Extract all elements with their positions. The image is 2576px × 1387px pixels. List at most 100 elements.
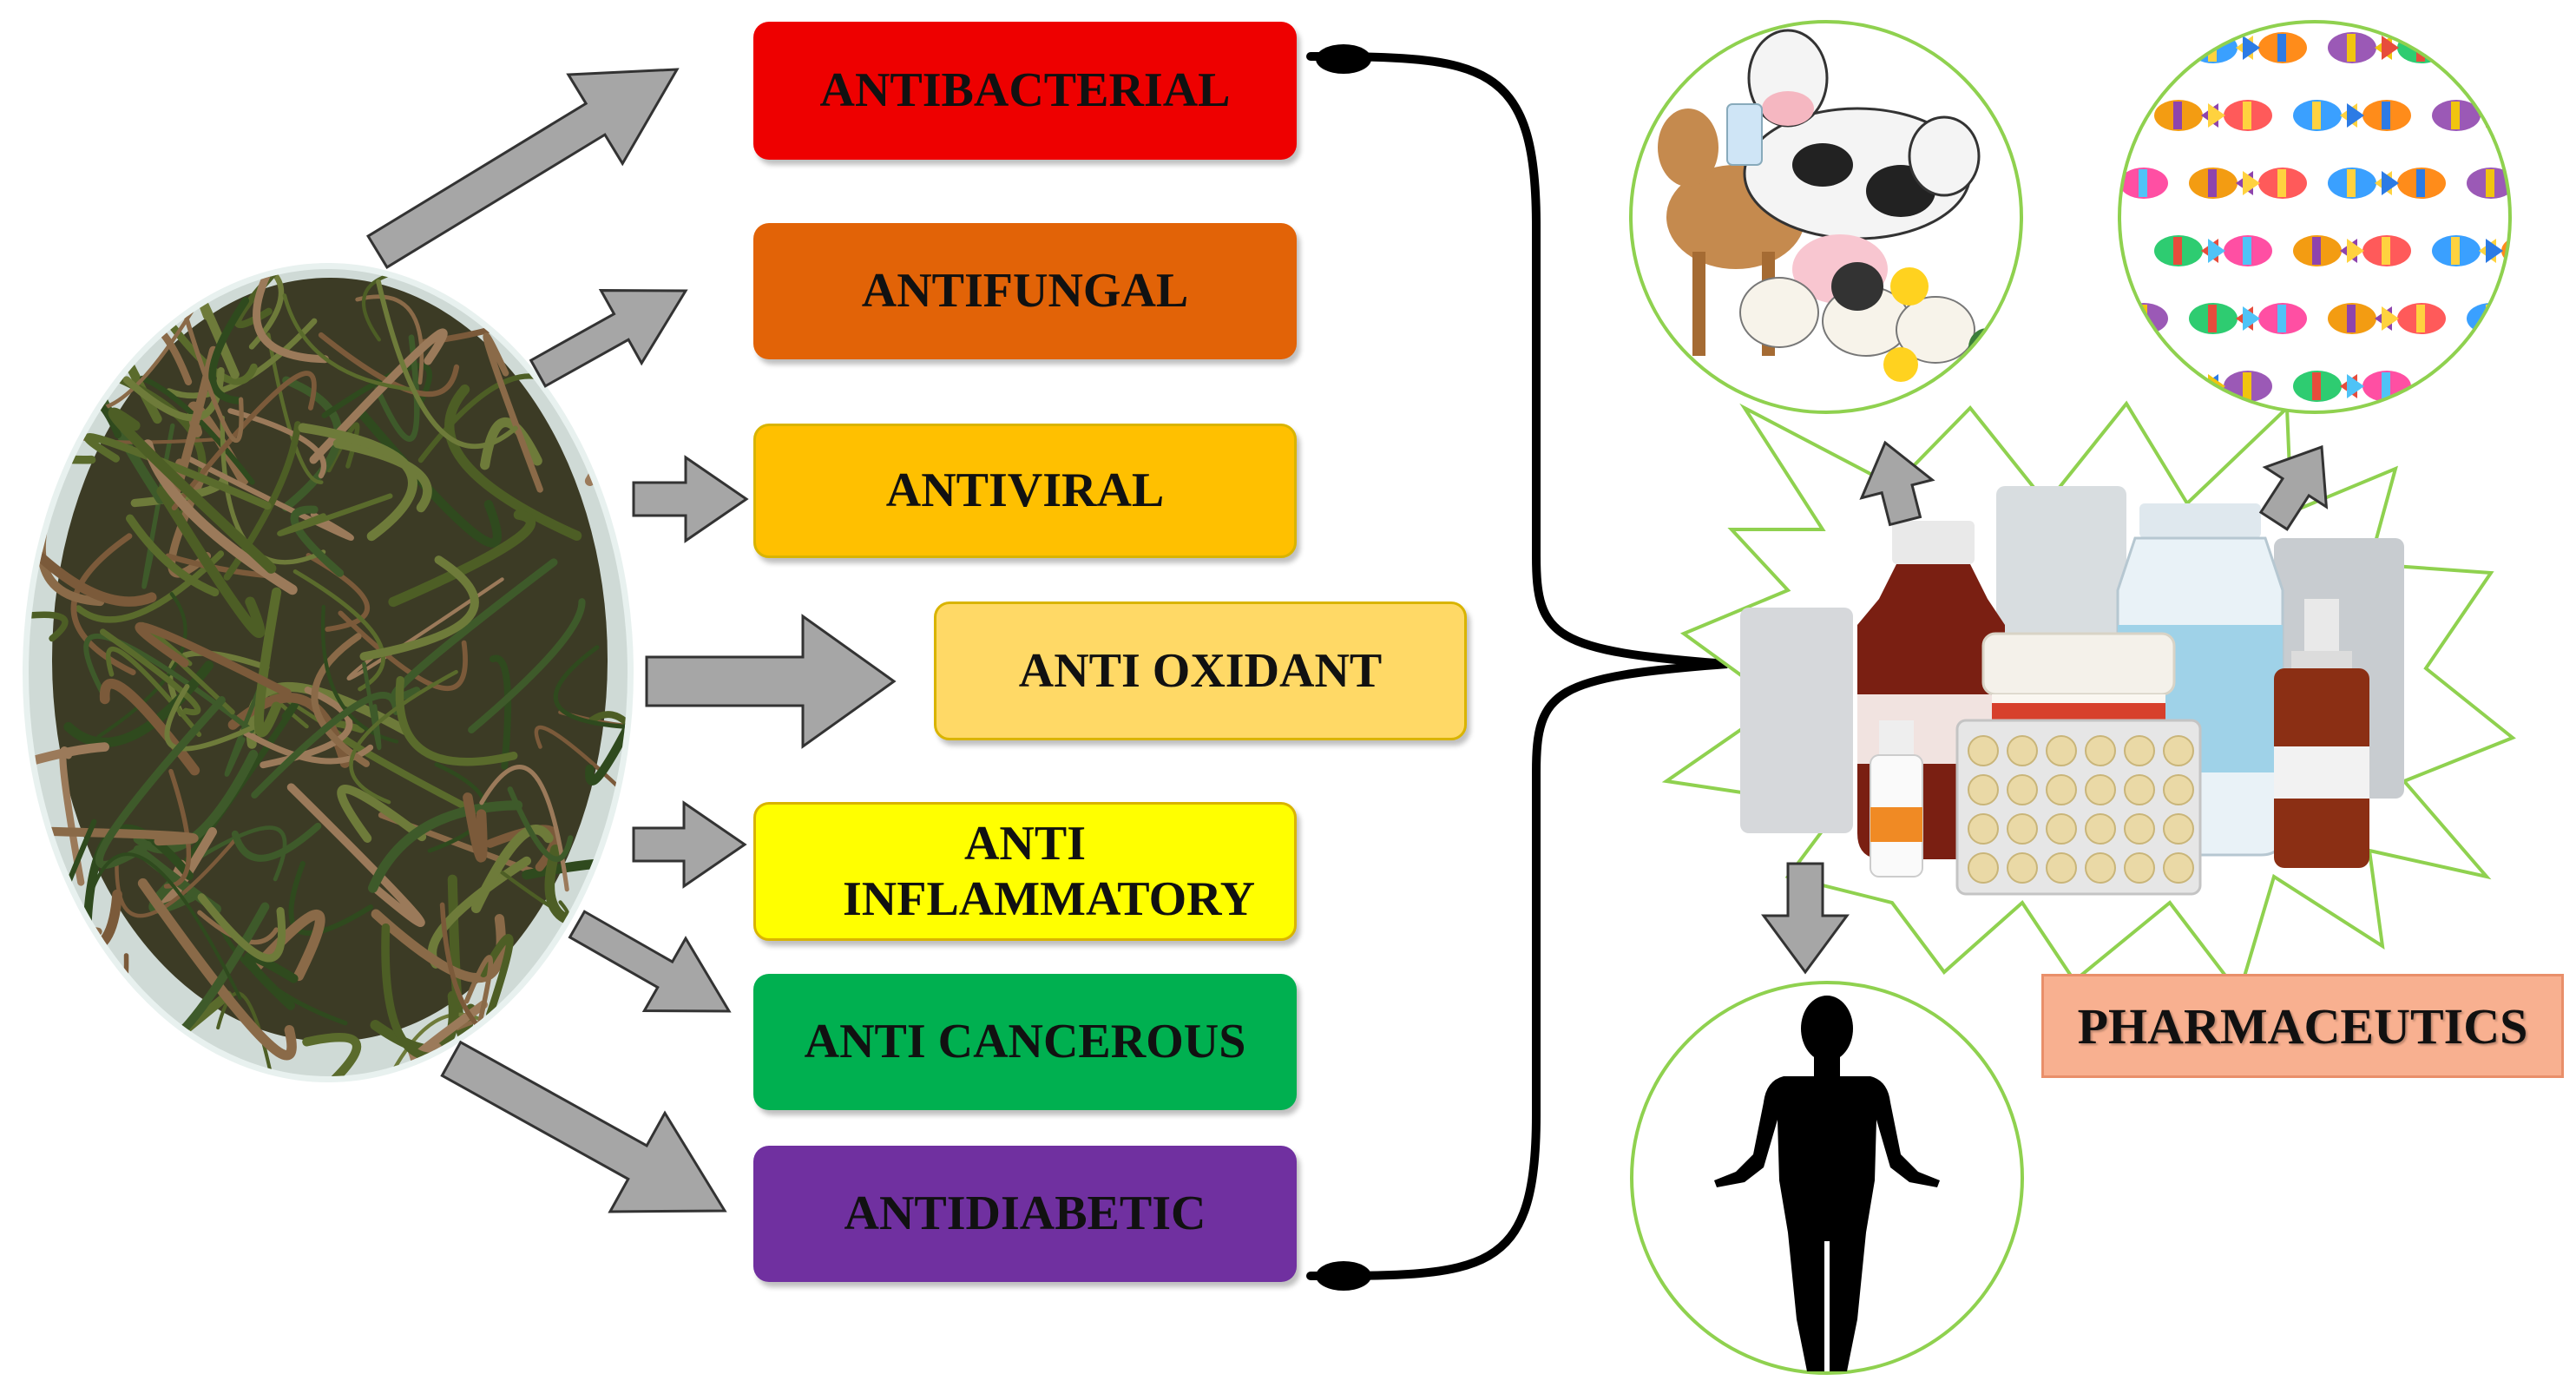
activity-arrows <box>366 68 897 1213</box>
seaweed-strand <box>555 269 571 290</box>
fish-tail <box>2514 36 2531 60</box>
pill <box>2046 774 2077 805</box>
pill <box>2163 813 2194 845</box>
seaweed-strand <box>198 297 240 379</box>
arrow-to-anti-oxidant <box>645 614 897 749</box>
pharmaceutics-starburst <box>1661 400 2516 998</box>
pill <box>2163 774 2194 805</box>
human-circle <box>1630 981 2024 1375</box>
activity-antifungal: ANTIFUNGAL <box>753 223 1297 359</box>
seaweed-strand <box>184 455 354 541</box>
fish-stripe <box>2277 305 2286 332</box>
seaweed-strand <box>311 633 370 767</box>
fish-circle <box>2118 20 2531 414</box>
seaweed-strand <box>29 930 69 1041</box>
fish-stripe <box>2382 372 2390 400</box>
seaweed-strand <box>243 952 299 1010</box>
fish-tail <box>2119 306 2121 331</box>
seaweed-strand <box>277 493 393 536</box>
fish-tail <box>2243 36 2260 60</box>
fish-stripe <box>2173 102 2182 129</box>
fish <box>2154 371 2203 402</box>
fish-stripe <box>2486 169 2494 197</box>
pill <box>2085 813 2116 845</box>
seaweed-strand <box>164 684 257 752</box>
fish-stripe <box>2451 102 2460 129</box>
seaweed-strand <box>558 691 628 728</box>
pill <box>2046 852 2077 884</box>
fish-tail <box>2347 239 2364 263</box>
seaweed-strand <box>355 294 424 385</box>
seaweed-strand <box>463 792 488 863</box>
fish-tail <box>2514 171 2531 195</box>
seaweed-strand <box>29 277 65 473</box>
activity-label: ANTIBACTERIAL <box>819 63 1231 118</box>
seaweed-strand <box>286 783 425 927</box>
seaweed-strand <box>388 509 536 608</box>
medicine-bottles-icon <box>1740 486 2404 896</box>
fish-stripe <box>2208 305 2217 332</box>
fish-tail <box>2347 374 2364 398</box>
seaweed-strand <box>585 613 628 786</box>
seaweed-strand <box>83 433 272 510</box>
seaweed-strand <box>338 610 468 691</box>
seaweed-strand <box>29 611 69 642</box>
fish-stripe <box>2382 237 2390 265</box>
fish-stripe <box>2173 372 2182 400</box>
seaweed-strand <box>349 669 458 805</box>
pill <box>2046 735 2077 766</box>
fish-tail <box>2208 239 2225 263</box>
arrow-to-antiviral <box>632 455 749 543</box>
seaweed-strand <box>165 553 270 579</box>
pill <box>2085 774 2116 805</box>
seaweed-strand <box>240 727 374 765</box>
fish-stripe <box>2312 102 2321 129</box>
fish-stripe <box>2520 372 2529 400</box>
pill <box>2007 774 2038 805</box>
seaweed-strand <box>224 672 267 777</box>
fish <box>2432 371 2481 402</box>
fish-stripe <box>2451 372 2460 400</box>
seaweed-strand <box>216 991 277 1076</box>
seaweed-strand <box>108 407 277 574</box>
seaweed-strand <box>479 933 514 1019</box>
fish-stripe <box>2312 372 2321 400</box>
activity-antidiabetic: ANTIDIABETIC <box>753 1146 1297 1282</box>
seaweed-strand <box>253 587 282 738</box>
activity-antiviral: ANTIVIRAL <box>753 424 1297 558</box>
seaweed-strand <box>536 997 628 1076</box>
seaweed-strand <box>489 654 512 770</box>
pill <box>2007 852 2038 884</box>
fish-stripe <box>2208 169 2217 197</box>
seaweed-strand <box>468 598 586 733</box>
fish-stripe <box>2312 237 2321 265</box>
seaweed-strand <box>362 661 382 751</box>
seaweed-strand <box>137 878 297 1061</box>
pill <box>2007 813 2038 845</box>
pill <box>1968 774 1999 805</box>
seaweed-strand <box>69 1002 154 1076</box>
fish-stripe <box>2416 305 2425 332</box>
arrow-to-anti-cancerous <box>568 910 732 1013</box>
fish-stripe <box>2243 372 2251 400</box>
fish-tail <box>2119 36 2121 60</box>
seaweed-strand <box>60 989 140 1076</box>
seaweed-strand <box>321 363 433 418</box>
fish-stripe <box>2139 34 2147 62</box>
fish <box>2467 32 2510 63</box>
seaweed-photo <box>23 263 634 1082</box>
fish-stripe <box>2139 169 2147 197</box>
fish-stripe <box>2173 237 2182 265</box>
fish-tail <box>2382 36 2399 60</box>
activity-label: ANTI CANCEROUS <box>804 1015 1246 1069</box>
seaweed-strand <box>584 437 628 486</box>
fish-tail <box>2208 103 2225 128</box>
activity-label: ANTIFUNGAL <box>861 264 1189 319</box>
seaweed-strand <box>99 628 201 716</box>
seaweed-strand <box>171 371 317 511</box>
seaweed-strand <box>63 661 214 747</box>
pill <box>2124 852 2155 884</box>
fish-stripe <box>2243 102 2251 129</box>
seaweed-strand <box>553 645 628 731</box>
fish-stripe <box>2451 237 2460 265</box>
